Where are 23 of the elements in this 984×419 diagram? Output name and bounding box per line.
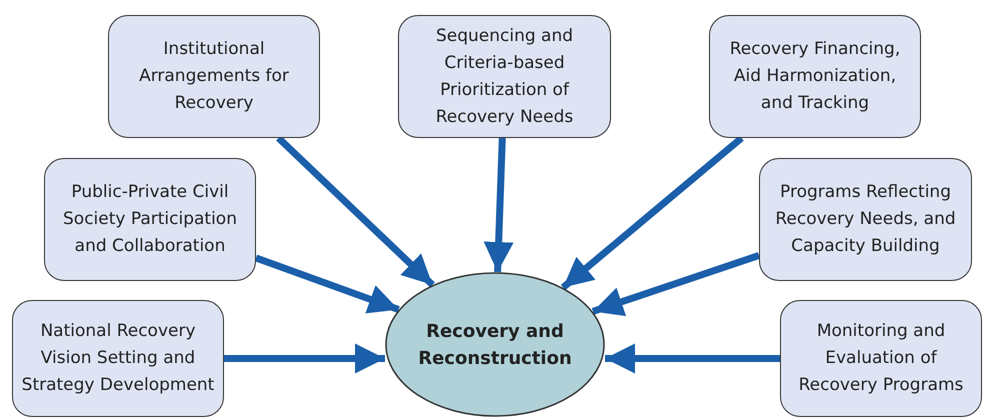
process-box: [780, 300, 982, 417]
center-ellipse: [385, 272, 605, 417]
node-label: National Recovery Vision Setting and Strategy Development: [21, 320, 215, 397]
process-box: [108, 15, 320, 138]
arrow: [484, 138, 514, 272]
process-box: [44, 158, 256, 281]
arrow: [605, 344, 780, 374]
node-label: Monitoring and Evaluation of Recovery Programs: [798, 320, 964, 397]
node-label: Public-Private Civil Society Participation and Collaboration: [62, 181, 238, 258]
node-label: Sequencing and Criteria-based Prioritization of Recovery Needs: [434, 24, 574, 128]
node-label: Institutional Arrangements for Recovery: [138, 38, 290, 115]
center-label: Recovery and Reconstruction: [417, 320, 573, 370]
arrow: [592, 252, 760, 316]
arrow: [224, 344, 385, 374]
arrow: [254, 254, 400, 314]
process-box: [759, 158, 972, 281]
process-box: [398, 15, 611, 138]
process-box: [12, 300, 224, 417]
arrow: [276, 135, 435, 288]
arrow: [560, 135, 744, 290]
process-box: [709, 15, 921, 138]
node-label: Programs Reflecting Recovery Needs, and Capacity Building: [774, 181, 957, 258]
node-label: Recovery Financing, Aid Harmonization, and Tracking: [728, 38, 902, 115]
